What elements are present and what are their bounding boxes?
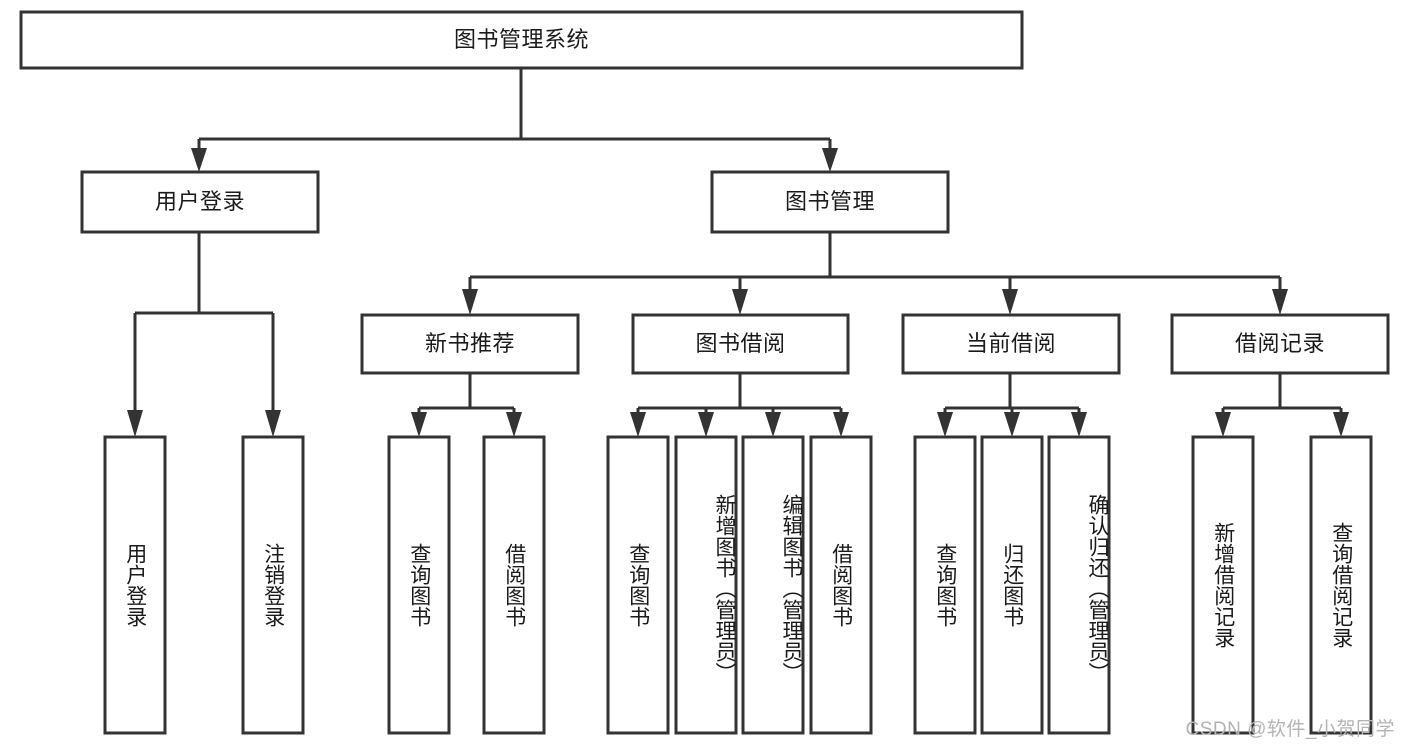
arrow-book-borrow-4-icon bbox=[833, 412, 849, 437]
arrow-user-login-2-icon bbox=[265, 410, 281, 437]
arrow-book-manage-1-icon bbox=[462, 289, 478, 315]
node-book-borrow-box[interactable] bbox=[631, 313, 850, 375]
arrow-current-borrow-1-icon bbox=[937, 412, 953, 437]
node-current-borrow-box[interactable] bbox=[901, 313, 1121, 375]
leaf-user-login-1-box[interactable] bbox=[103, 435, 167, 735]
arrow-new-book-2-icon bbox=[506, 412, 522, 437]
arrow-borrow-record-2-icon bbox=[1333, 412, 1349, 437]
arrow-root-to-user-login-icon bbox=[191, 148, 207, 172]
arrow-root-to-book-manage-icon bbox=[822, 148, 838, 172]
leaf-user-login-2-box[interactable] bbox=[241, 435, 305, 735]
arrow-current-borrow-3-icon bbox=[1071, 412, 1087, 437]
arrow-new-book-1-icon bbox=[411, 412, 427, 437]
leaf-book-borrow-3-box[interactable] bbox=[741, 435, 805, 735]
leaf-new-book-2-box[interactable] bbox=[482, 435, 546, 735]
arrow-book-manage-4-icon bbox=[1272, 289, 1288, 315]
leaf-book-borrow-2-box[interactable] bbox=[674, 435, 738, 735]
arrow-book-borrow-1-icon bbox=[630, 412, 646, 437]
leaf-borrow-record-2-box[interactable] bbox=[1309, 435, 1373, 735]
arrow-book-manage-2-icon bbox=[732, 289, 748, 315]
node-user-login-box[interactable] bbox=[80, 170, 320, 234]
arrow-current-borrow-2-icon bbox=[1004, 412, 1020, 437]
arrow-book-manage-3-icon bbox=[1002, 289, 1018, 315]
arrow-book-borrow-3-icon bbox=[765, 412, 781, 437]
leaf-current-borrow-2-box[interactable] bbox=[980, 435, 1044, 735]
arrow-book-borrow-2-icon bbox=[698, 412, 714, 437]
arrow-borrow-record-1-icon bbox=[1215, 412, 1231, 437]
node-book-manage-box[interactable] bbox=[710, 170, 950, 234]
arrow-user-login-1-icon bbox=[127, 410, 143, 437]
leaf-book-borrow-4-box[interactable] bbox=[809, 435, 873, 735]
leaf-current-borrow-1-box[interactable] bbox=[913, 435, 977, 735]
leaf-borrow-record-1-box[interactable] bbox=[1191, 435, 1255, 735]
leaf-new-book-1-box[interactable] bbox=[387, 435, 451, 735]
leaf-current-borrow-3-box[interactable] bbox=[1047, 435, 1111, 735]
node-borrow-record-box[interactable] bbox=[1170, 313, 1390, 375]
node-new-book-box[interactable] bbox=[360, 313, 580, 375]
leaf-book-borrow-1-box[interactable] bbox=[606, 435, 670, 735]
node-root-box[interactable] bbox=[19, 10, 1024, 70]
